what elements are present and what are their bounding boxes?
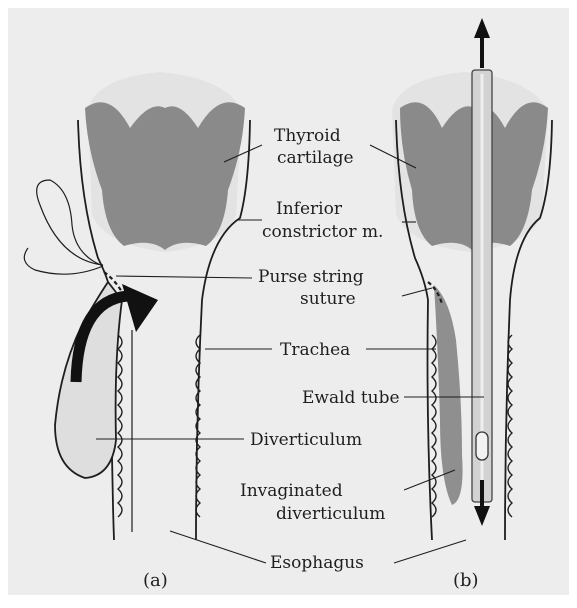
label-constrictor-line1: Inferior: [276, 199, 343, 219]
label-esophagus: Esophagus: [270, 553, 364, 573]
label-trachea: Trachea: [280, 340, 350, 360]
label-thyroid-line2: cartilage: [277, 148, 354, 168]
panel-label-b: (b): [453, 570, 479, 591]
ewald-tube-eye-b: [476, 432, 488, 460]
label-purse-line1: Purse string: [258, 267, 364, 287]
panel-label-a: (a): [143, 570, 168, 591]
label-thyroid-line1: Thyroid: [274, 126, 341, 146]
label-purse-line2: suture: [300, 289, 356, 309]
label-invaginated-line1: Invaginated: [240, 481, 343, 501]
label-diverticulum: Diverticulum: [250, 430, 362, 450]
label-invaginated-line2: diverticulum: [276, 504, 385, 524]
label-ewald-tube: Ewald tube: [302, 388, 400, 408]
label-constrictor-line2: constrictor m.: [262, 222, 383, 242]
